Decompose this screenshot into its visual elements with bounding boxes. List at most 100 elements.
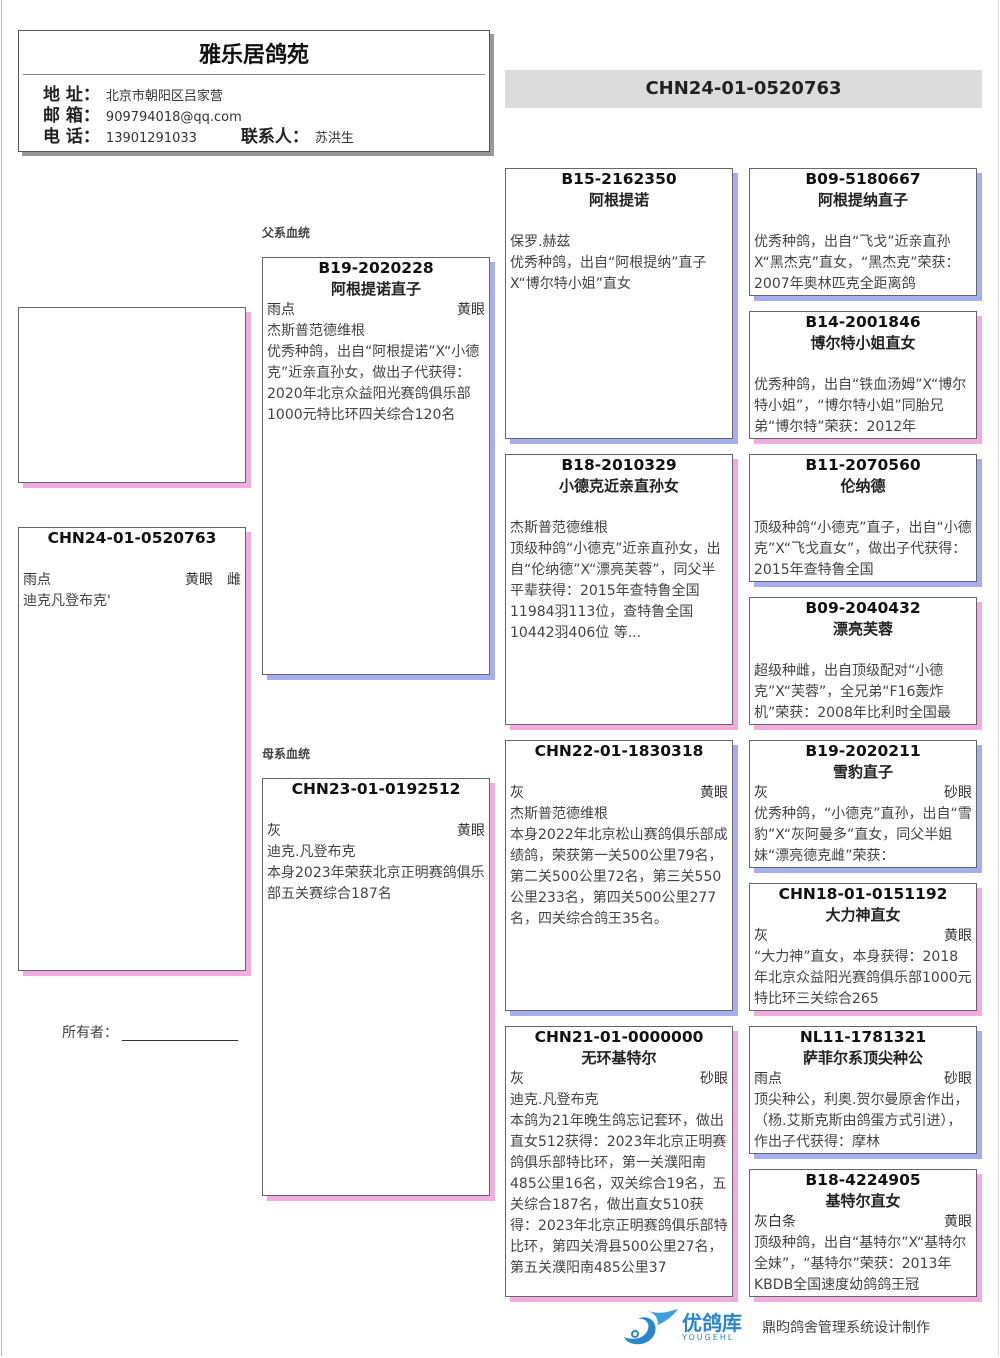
contact-value: 苏洪生 xyxy=(314,131,354,146)
feather-color: 灰 xyxy=(267,823,281,839)
card-dss: B19-2020211 雪豹直子灰 砂眼优秀种鸽，“小德克”直孙，出自“雪豹”X“灰… xyxy=(749,740,977,868)
pigeon-name: 小德克近亲直孙女 xyxy=(558,477,679,495)
eye-type: 黄眼 xyxy=(185,572,213,588)
feather-color: 灰 xyxy=(510,1071,524,1087)
strain: 保罗.赫兹 xyxy=(510,234,571,250)
feather-color: 雨点 xyxy=(23,572,51,588)
card-dam-dam: CHN21-01-0000000 无环基特尔灰 砂眼迪克.凡登布克本鸽为21年晚生鸽… xyxy=(505,1026,733,1297)
ring-number: B14-2001846 xyxy=(805,313,921,331)
description: 优秀种鸽，出自“阿根提诺”X“小德克”近亲直孙女，做出子代获得：2020年北京众… xyxy=(267,344,480,423)
strain: 迪克.凡登布克 xyxy=(267,844,356,860)
description: 超级种雌，出自顶级配对“小德克”X“芙蓉”，全兄弟“F16轰炸机”荣获：2008… xyxy=(754,663,951,721)
color-eye-row: 灰 黄眼 xyxy=(267,821,485,842)
sex: 雌 xyxy=(227,572,241,588)
owner-label: 所有者： xyxy=(62,1025,118,1041)
color-eye-row: 灰 黄眼 xyxy=(510,783,728,804)
card-sss: B09-5180667 阿根提纳直子优秀种鸽，出自“飞戈”近亲直孙X“黑杰克”直女… xyxy=(749,168,977,296)
description: 优秀种鸽，出自“阿根提纳”直子X“博尔特小姐”直女 xyxy=(510,255,707,292)
address-label: 地 址： xyxy=(43,85,100,105)
address-value: 北京市朝阳区吕家营 xyxy=(105,89,223,104)
pigeon-name: 阿根提纳直子 xyxy=(817,191,908,209)
ring-number: CHN21-01-0000000 xyxy=(534,1028,704,1046)
pigeon-name: 萨菲尔系顶尖种公 xyxy=(802,1049,923,1067)
color-eye-row xyxy=(754,211,972,232)
pigeon-name xyxy=(267,800,485,821)
feather-color xyxy=(510,211,728,232)
ring-number: CHN24-01-0520763 xyxy=(47,529,217,547)
eye-type: 黄眼 xyxy=(944,1214,972,1230)
ring-number: B15-2162350 xyxy=(561,170,677,188)
loft-name: 雅乐居鸽苑 xyxy=(198,43,309,68)
description: 本身2022年北京松山赛鸽俱乐部成绩鸽，荣获第一关500公里79名，第二关500… xyxy=(510,827,728,927)
strain: 迪克.凡登布克 xyxy=(510,1092,599,1108)
ring-number: B09-2040432 xyxy=(805,599,921,617)
strain: 迪克凡登布克' xyxy=(23,593,111,609)
feather-color xyxy=(754,211,972,232)
strain: 杰斯普范德维根 xyxy=(510,806,608,822)
pigeon-name xyxy=(23,549,241,570)
description: 优秀种鸽，“小德克”直孙，出自“雪豹”X“灰阿曼多”直女，同父半姐妹“漂亮德克雌… xyxy=(754,806,972,864)
footer-logo: 优鸽库 YOUGEHL 鼎昀鸽舍管理系统设计制作 xyxy=(618,1306,930,1348)
pigeon-photo-placeholder xyxy=(18,307,246,483)
feather-color: 雨点 xyxy=(267,302,295,318)
eye-type: 黄眼 xyxy=(457,302,485,318)
maker-credit: 鼎昀鸽舍管理系统设计制作 xyxy=(762,1320,930,1336)
feather-color: 雨点 xyxy=(754,1071,782,1087)
feather-color: 灰 xyxy=(510,785,524,801)
eye-type: 黄眼 xyxy=(457,823,485,839)
owner-signature-line xyxy=(122,1026,238,1041)
feather-color: 灰 xyxy=(754,785,768,801)
card-sds: B11-2070560 伦纳德顶级种鸽“小德克”直子，出自“小德克”X“飞戈直女”… xyxy=(749,454,977,582)
ring-number: CHN22-01-1830318 xyxy=(534,742,704,760)
pigeon-name: 无环基特尔 xyxy=(581,1049,657,1067)
ring-number: B18-2010329 xyxy=(561,456,677,474)
ring-number: B18-4224905 xyxy=(805,1171,921,1189)
color-eye-row xyxy=(754,640,972,661)
description: 本身2023年荣获北京正明赛鸽俱乐部五关赛综合187名 xyxy=(267,865,485,902)
ring-number: B19-2020211 xyxy=(805,742,921,760)
eye-type: 黄眼 xyxy=(700,785,728,801)
pigeon-name: 博尔特小姐直女 xyxy=(810,334,916,352)
eye-type: 黄眼 xyxy=(944,928,972,944)
brand-name: 优鸽库 xyxy=(682,1310,742,1335)
color-eye-row: 灰 黄眼 xyxy=(754,926,972,947)
pigeon-name: 雪豹直子 xyxy=(832,763,893,781)
eye-type: 砂眼 xyxy=(700,1071,728,1087)
feather-color: 灰 xyxy=(754,928,768,944)
card-subject: CHN24-01-0520763 雨点 黄眼雌迪克凡登布克' xyxy=(18,527,246,971)
description: “大力神”直女，本身获得：2018年北京众益阳光赛鸽俱乐部1000元特比环三关综… xyxy=(754,949,972,1007)
ring-number: B19-2020228 xyxy=(318,259,434,277)
feather-color xyxy=(510,497,728,518)
eye-type: 砂眼 xyxy=(944,785,972,801)
ring-number: CHN18-01-0151192 xyxy=(778,885,948,903)
email-label: 邮 箱： xyxy=(43,106,100,126)
ring-number: B09-5180667 xyxy=(805,170,921,188)
color-eye-row: 雨点砂眼 xyxy=(754,1069,972,1090)
description: 本鸽为21年晚生鸽忘记套环，做出直女512获得：2023年北京正明赛鸽俱乐部特比… xyxy=(510,1113,728,1276)
description: 顶级种鸽“小德克”近亲直孙女，出自“伦纳德”X“漂亮芙蓉”，同父半平辈获得：20… xyxy=(510,541,721,641)
sire-line-label: 父系血统 xyxy=(262,226,311,240)
feather-color xyxy=(754,640,972,661)
description: 优秀种鸽，出自“飞戈”近亲直孙X“黑杰克”直女，“黑杰克”荣获：2007年奥林匹… xyxy=(754,234,960,292)
ring-number: NL11-1781321 xyxy=(799,1028,927,1046)
feather-color xyxy=(754,497,972,518)
description: 优秀种鸽，出自“铁血汤姆”X“博尔特小姐”，“博尔特小姐”同胎兄弟“博尔特”荣获… xyxy=(754,377,967,435)
color-eye-row xyxy=(754,354,972,375)
color-eye-row: 灰 砂眼 xyxy=(510,1069,728,1090)
contact-label: 联系人： xyxy=(240,127,309,147)
color-eye-row: 雨点 黄眼 xyxy=(267,300,485,321)
card-dam-sire: CHN22-01-1830318 灰 黄眼杰斯普范德维根本身2022年北京松山赛鸽俱… xyxy=(505,740,733,1011)
description: 顶级种鸽“小德克”直子，出自“小德克”X“飞戈直女”，做出子代获得：2015年查… xyxy=(754,520,972,578)
ring-number: B11-2070560 xyxy=(805,456,921,474)
email-value: 909794018@qq.com xyxy=(105,110,242,125)
pigeon-name: 伦纳德 xyxy=(840,477,886,495)
